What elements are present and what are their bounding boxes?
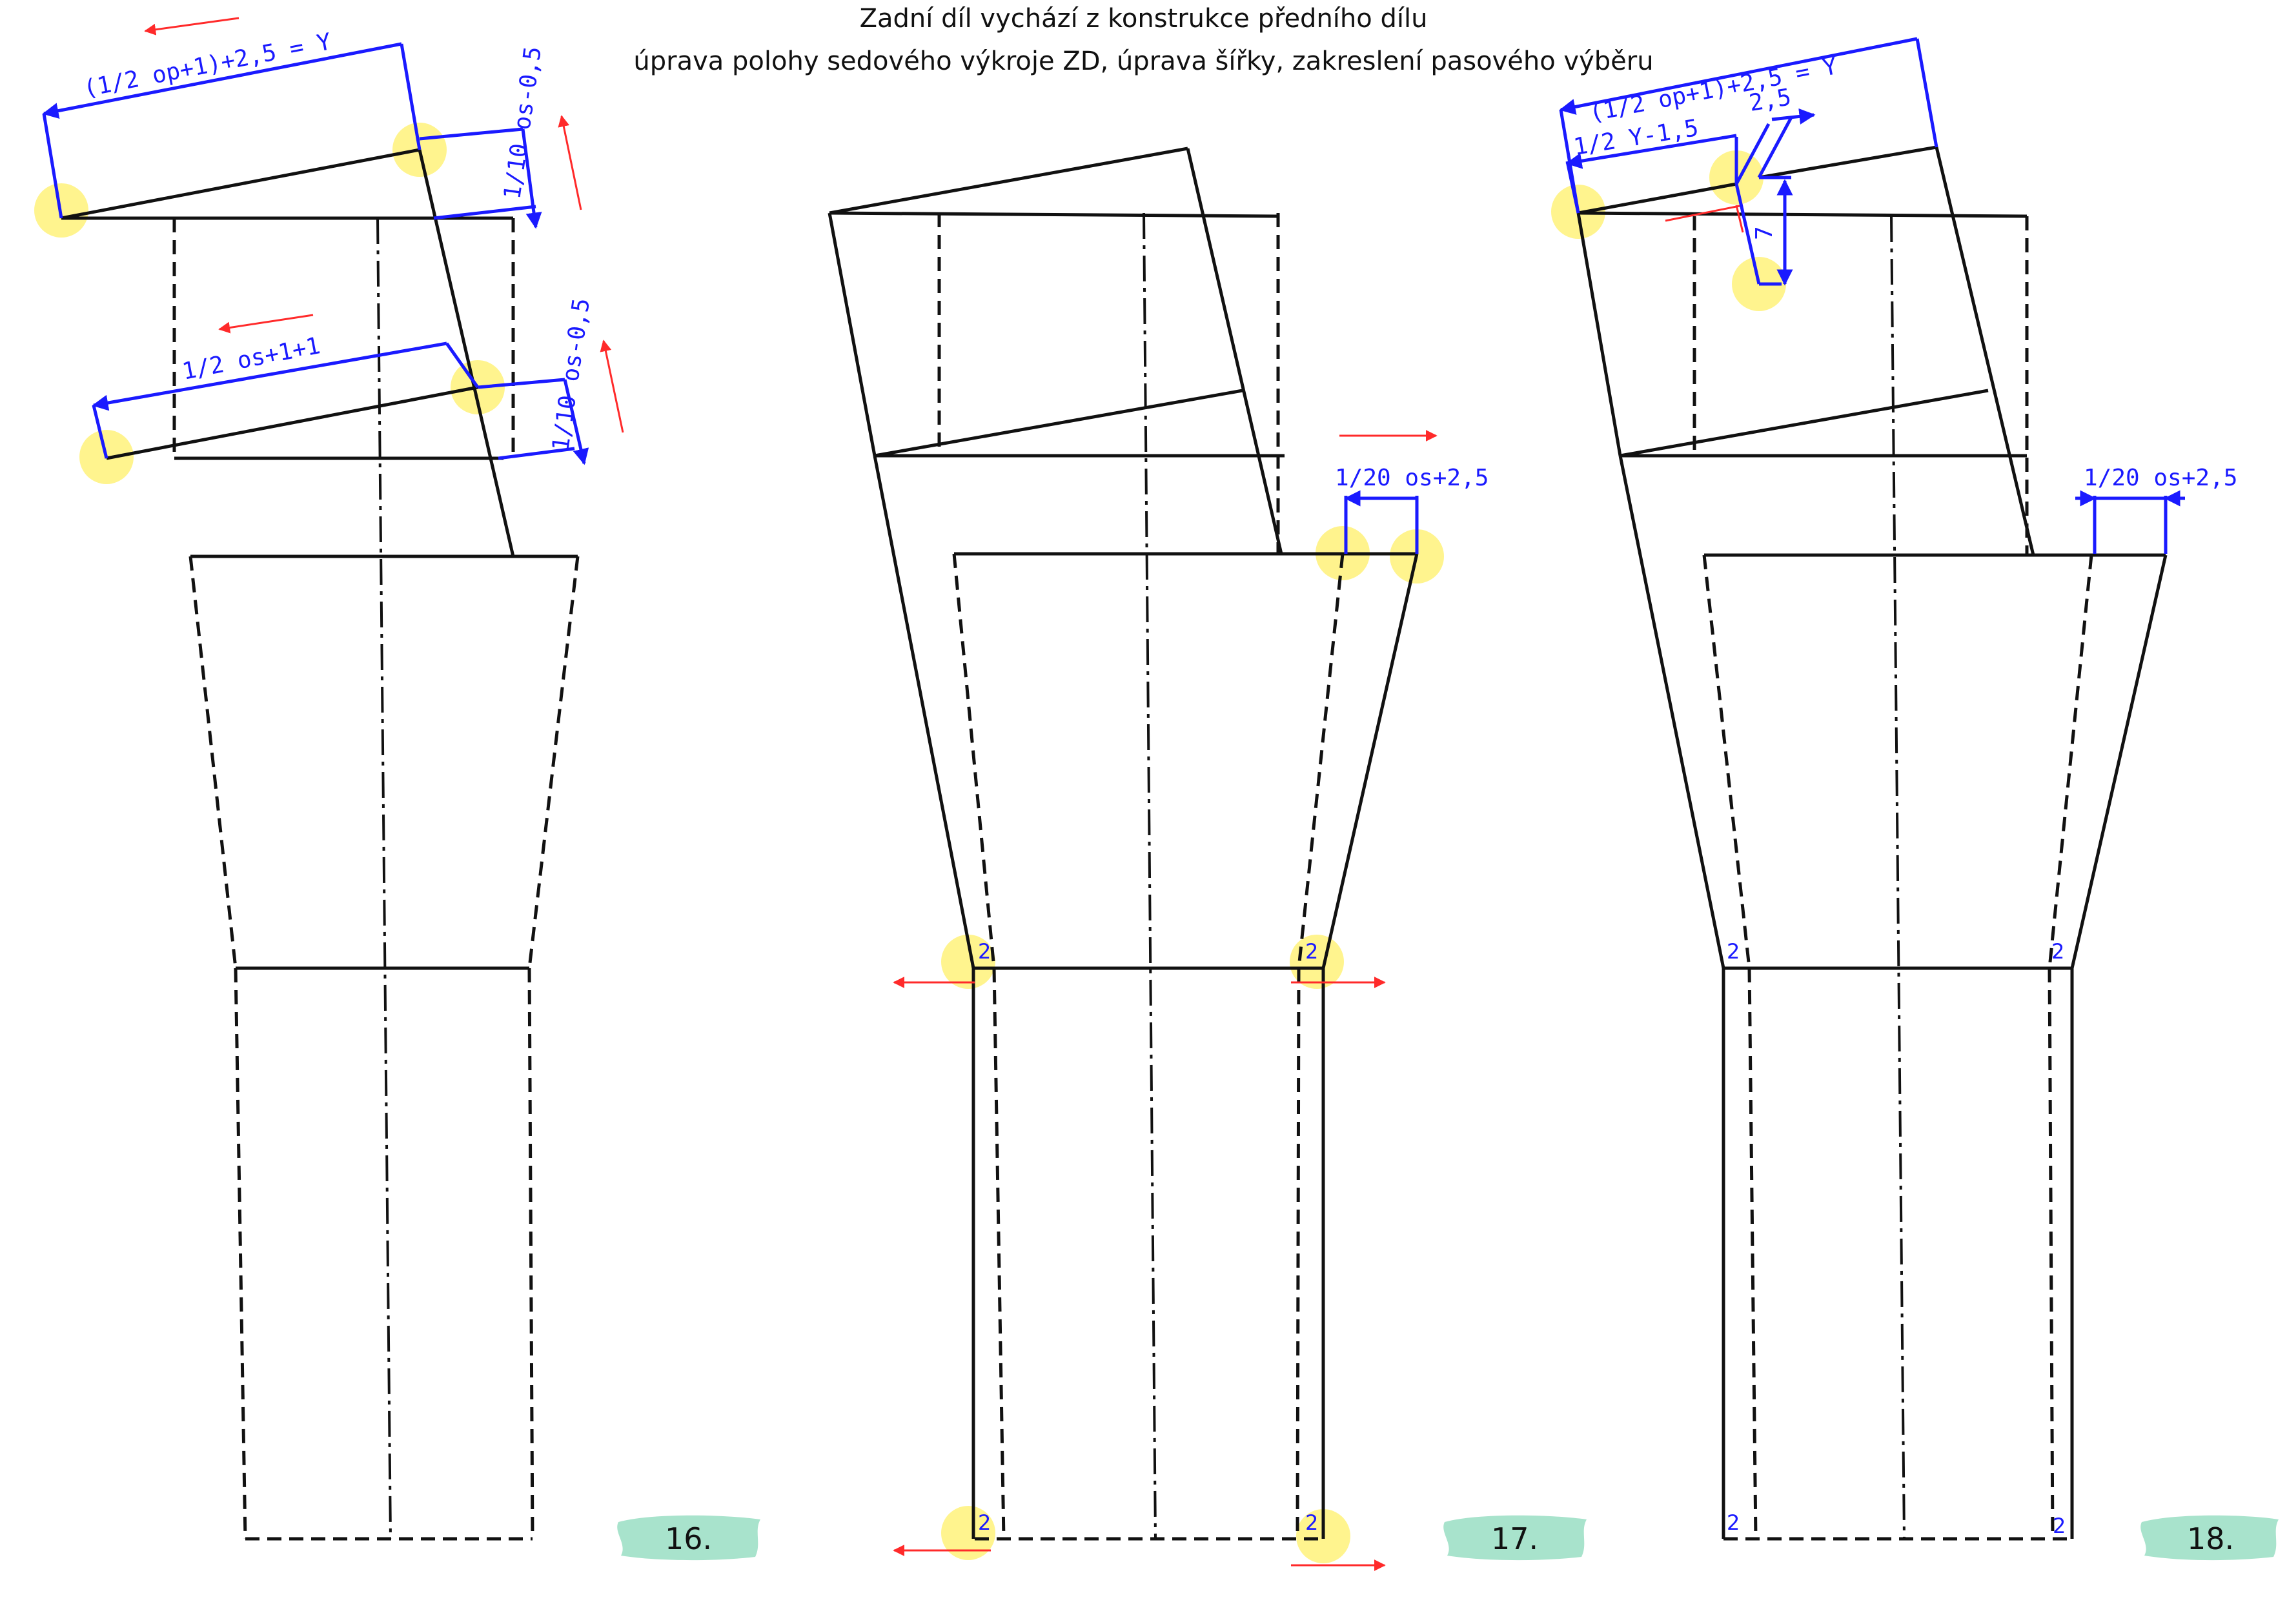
label-hem-left: 2 [1727,1510,1740,1535]
crease-line [1143,212,1157,1539]
figure-badge-17: 17. [1443,1515,1587,1561]
label-crotch-extension: 1/20 os+2,5 [1335,465,1489,491]
direction-arrows [893,430,1438,1571]
label-hem-right: 2 [1305,1510,1318,1535]
front-panel-dashed [1692,216,2093,1541]
label-dart-width: 2,5 [1747,84,1793,117]
title-line-2: úprava polohy sedového výkroje ZD, úprav… [633,46,1654,76]
dimension-labels: (1/2 op+1)+2,5 = Y 1/2 Y-1,5 2,5 7 1/20 … [1572,53,2237,1538]
label-lower-rise: 1/10 os-0,5 [547,296,595,452]
outline [828,147,1419,1539]
crease-line [1890,216,1906,1539]
dimension-lines [42,42,589,465]
highlight-dot [941,1506,995,1560]
label-hem-right: 2 [2053,1514,2066,1538]
title-line-1: Zadní díl vychází z konstrukce předního … [859,4,1428,34]
front-panel-dashed [172,218,580,1541]
dimension-lines [1559,37,2185,554]
highlight-dots [941,526,1444,1563]
outline [61,148,578,970]
label-top-rise: 1/10 os-0,5 [499,45,547,201]
label-hem-left: 2 [978,1510,991,1535]
dart-construction [1665,204,1744,233]
figure-badge-18: 18. [2140,1515,2279,1561]
highlight-dot [941,935,995,989]
label-dart-length: 7 [1751,226,1778,240]
figure-16: (1/2 op+1)+2,5 = Y 1/2 os+1+1 1/10 os-0,… [34,17,624,1541]
label-knee-right: 2 [2051,939,2064,964]
dimension-labels: 1/20 os+2,5 2 2 2 2 [978,465,1489,1535]
badge-label: 18. [2187,1521,2234,1556]
dimension-lines [1344,490,1419,554]
label-crotch-extension: 1/20 os+2,5 [2084,465,2237,491]
figure-badge-16: 16. [617,1515,760,1561]
direction-arrows [144,17,624,433]
badge-label: 17. [1491,1521,1538,1556]
outline [1576,145,2168,1539]
figure-17: 1/20 os+2,5 2 2 2 2 [828,147,1489,1571]
label-knee-left: 2 [1727,939,1740,964]
highlight-dot [1290,935,1344,989]
front-panel-dashed [937,213,1345,1541]
figure-18: (1/2 op+1)+2,5 = Y 1/2 Y-1,5 2,5 7 1/20 … [1551,37,2237,1541]
label-knee-left: 2 [978,939,991,964]
label-knee-right: 2 [1305,939,1318,964]
badge-label: 16. [665,1521,712,1556]
crease-line [376,218,392,1539]
